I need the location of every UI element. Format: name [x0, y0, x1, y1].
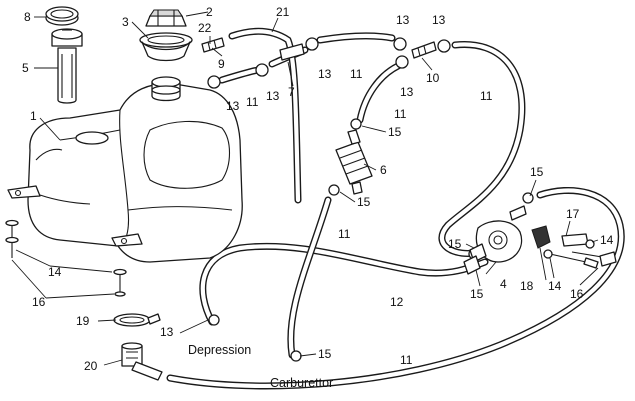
callout-15-c: 15: [530, 165, 544, 179]
callout-16-b: 16: [570, 287, 584, 301]
fuel-tank: [7, 76, 243, 263]
fuel-tap: [463, 205, 527, 275]
callout-5: 5: [22, 61, 29, 75]
callout-21: 21: [276, 5, 290, 19]
fuel-level-sender: [51, 28, 83, 104]
filler-cap: [145, 9, 187, 27]
hose-clip: [113, 313, 161, 327]
callout-11-d: 11: [480, 89, 493, 103]
callout-16-a: 16: [32, 295, 46, 309]
callout-1: 1: [30, 109, 37, 123]
filler-funnel: [139, 32, 193, 62]
callouts: 1 2 3 4 5 6 7 8 9 10 11 11 11 11 11 11 1…: [22, 5, 614, 373]
callout-14-b: 14: [548, 279, 562, 293]
label-carburettor: Carburettor: [270, 376, 333, 390]
callout-10: 10: [426, 71, 440, 85]
callout-7: 7: [288, 85, 295, 99]
callout-15-f: 15: [318, 347, 332, 361]
hose-clamps: [207, 37, 534, 362]
callout-8: 8: [24, 10, 31, 24]
callout-6: 6: [380, 163, 387, 177]
callout-15-b: 15: [357, 195, 371, 209]
callout-13-a: 13: [226, 99, 240, 113]
callout-11-a: 11: [246, 95, 259, 109]
hose-to-filter: [356, 62, 402, 124]
leader-lines: [11, 11, 599, 366]
callout-13-b: 13: [266, 89, 280, 103]
union-fitting: [121, 342, 163, 381]
tap-bracket: [531, 225, 617, 269]
callout-3: 3: [122, 15, 129, 29]
callout-13-e: 13: [400, 85, 414, 99]
callout-14-a: 14: [48, 265, 62, 279]
callout-18: 18: [520, 279, 534, 293]
callout-13-f: 13: [432, 13, 446, 27]
callout-15-d: 15: [448, 237, 462, 251]
callout-15-e: 15: [470, 287, 484, 301]
callout-13-g: 13: [160, 325, 174, 339]
callout-19: 19: [76, 314, 90, 328]
callout-15-a: 15: [388, 125, 402, 139]
callout-17: 17: [566, 207, 580, 221]
callout-11-f: 11: [400, 353, 413, 367]
tank-bolt-left: [5, 219, 127, 297]
callout-4: 4: [500, 277, 507, 291]
fuel-filter: [335, 129, 373, 195]
callout-13-c: 13: [318, 67, 332, 81]
callout-14-c: 14: [600, 233, 614, 247]
callout-12: 12: [390, 295, 404, 309]
fittings: [201, 37, 437, 61]
callout-9: 9: [218, 57, 225, 71]
label-depression: Depression: [188, 343, 251, 357]
callout-20: 20: [84, 359, 98, 373]
callout-11-b: 11: [350, 67, 363, 81]
callout-11-e: 11: [338, 227, 351, 241]
callout-11-c: 11: [394, 107, 407, 121]
callout-2: 2: [206, 5, 213, 19]
gauge-ring-nut: [45, 6, 79, 26]
callout-13-d: 13: [396, 13, 410, 27]
callout-22: 22: [198, 21, 212, 35]
